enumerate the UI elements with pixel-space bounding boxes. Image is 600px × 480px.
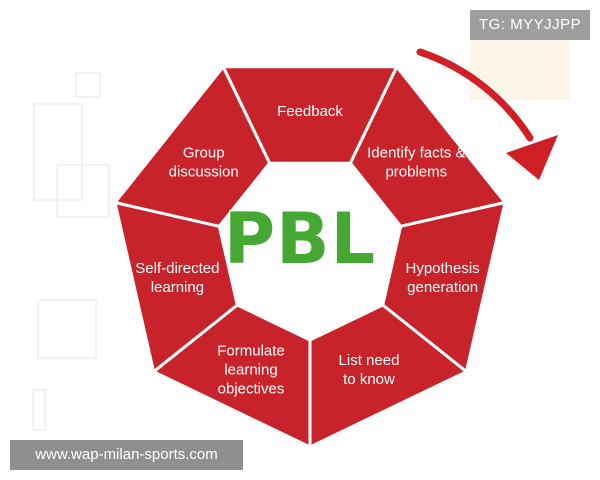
segment-label-6: Self-directed learning [135, 260, 219, 296]
watermark-url: www.wap-milan-sports.com [10, 440, 243, 470]
segment-label-line: discussion [169, 164, 239, 181]
cycle-segment-7 [113, 65, 272, 228]
segment-label-4: List need to know [339, 352, 400, 388]
tg-tag: TG: MYYJJPP [470, 10, 590, 40]
segment-label-line: problems [385, 164, 447, 181]
center-label: PBL [224, 198, 376, 280]
segment-label-line: to know [343, 371, 395, 388]
segment-label-line: learning [224, 362, 277, 379]
segment-label-line: Feedback [277, 103, 343, 120]
segment-label-line: Group [183, 145, 225, 162]
segment-label-1: Feedback [277, 103, 343, 120]
segment-label-7: Group discussion [169, 145, 239, 181]
background-decoration [32, 72, 110, 431]
segment-label-2: Identify facts & problems [367, 145, 465, 181]
segment-label-line: Identify facts & [367, 145, 465, 162]
segment-label-line: objectives [218, 381, 285, 398]
curved-arrow-icon [416, 48, 558, 180]
segment-label-5: Formulate learning objectives [217, 343, 285, 398]
segment-label-line: Hypothesis [405, 260, 479, 277]
segment-label-3: Hypothesis generation [405, 260, 479, 296]
segment-label-line: Self-directed [135, 260, 219, 277]
segment-label-line: List need [339, 352, 400, 369]
segment-label-line: learning [151, 279, 204, 296]
segment-label-line: generation [407, 279, 478, 296]
segment-label-line: Formulate [217, 343, 285, 360]
